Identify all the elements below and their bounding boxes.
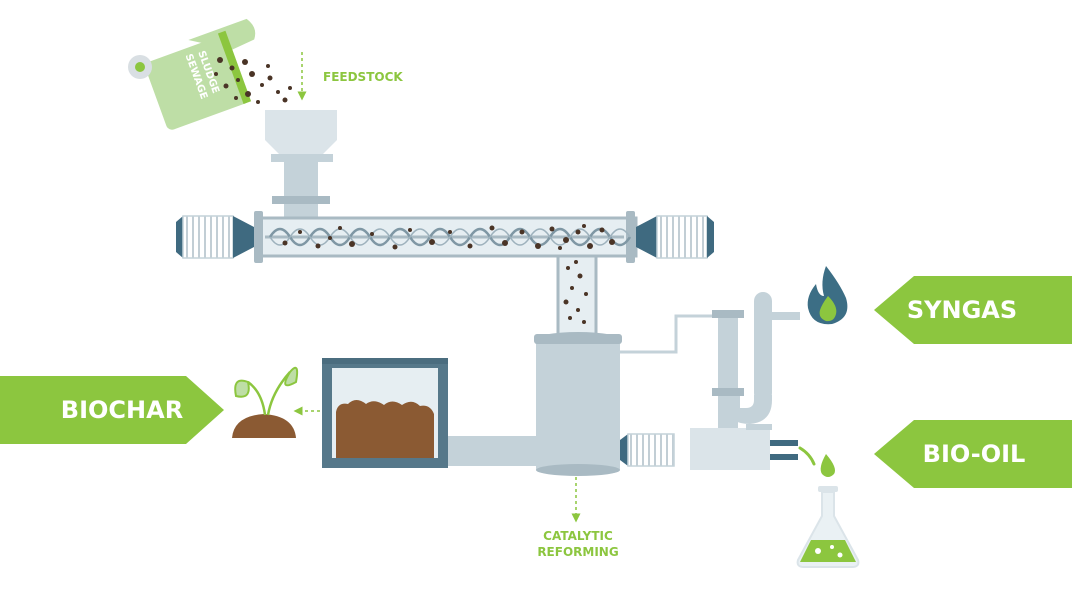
biochar-label: BIOCHAR [61, 396, 183, 424]
left-motor [176, 215, 254, 259]
catalytic-label-line-1: CATALYTIC [543, 529, 613, 543]
condenser [690, 292, 800, 470]
sludge-particles [214, 57, 292, 104]
plant-icon [232, 366, 299, 438]
oil-drip [798, 446, 816, 466]
syngas-banner: SYNGAS [874, 276, 1072, 344]
right-motor [636, 215, 714, 259]
syngas-label: SYNGAS [907, 296, 1017, 324]
flask-icon [796, 486, 860, 568]
gas-line [620, 314, 714, 354]
screw-conveyor [254, 211, 638, 263]
drop-pipe [556, 254, 598, 342]
oil-drop-icon [820, 454, 835, 477]
bio-oil-banner: BIO-OIL [874, 420, 1072, 488]
char-outlet-pipe [446, 436, 538, 466]
conveyor-particles [282, 224, 615, 250]
feedstock-label: FEEDSTOCK [323, 70, 403, 84]
biochar-banner: BIOCHAR [0, 376, 224, 444]
catalytic-label-line-2: REFORMING [537, 545, 618, 559]
feedstock-bag: SEWAGE SLUDGE [128, 18, 256, 130]
biochar-box [322, 358, 448, 468]
hopper [265, 110, 337, 218]
bio-oil-label: BIO-OIL [923, 440, 1026, 468]
reactor [534, 332, 622, 476]
flame-icon [807, 266, 848, 325]
reactor-motor [620, 433, 675, 467]
